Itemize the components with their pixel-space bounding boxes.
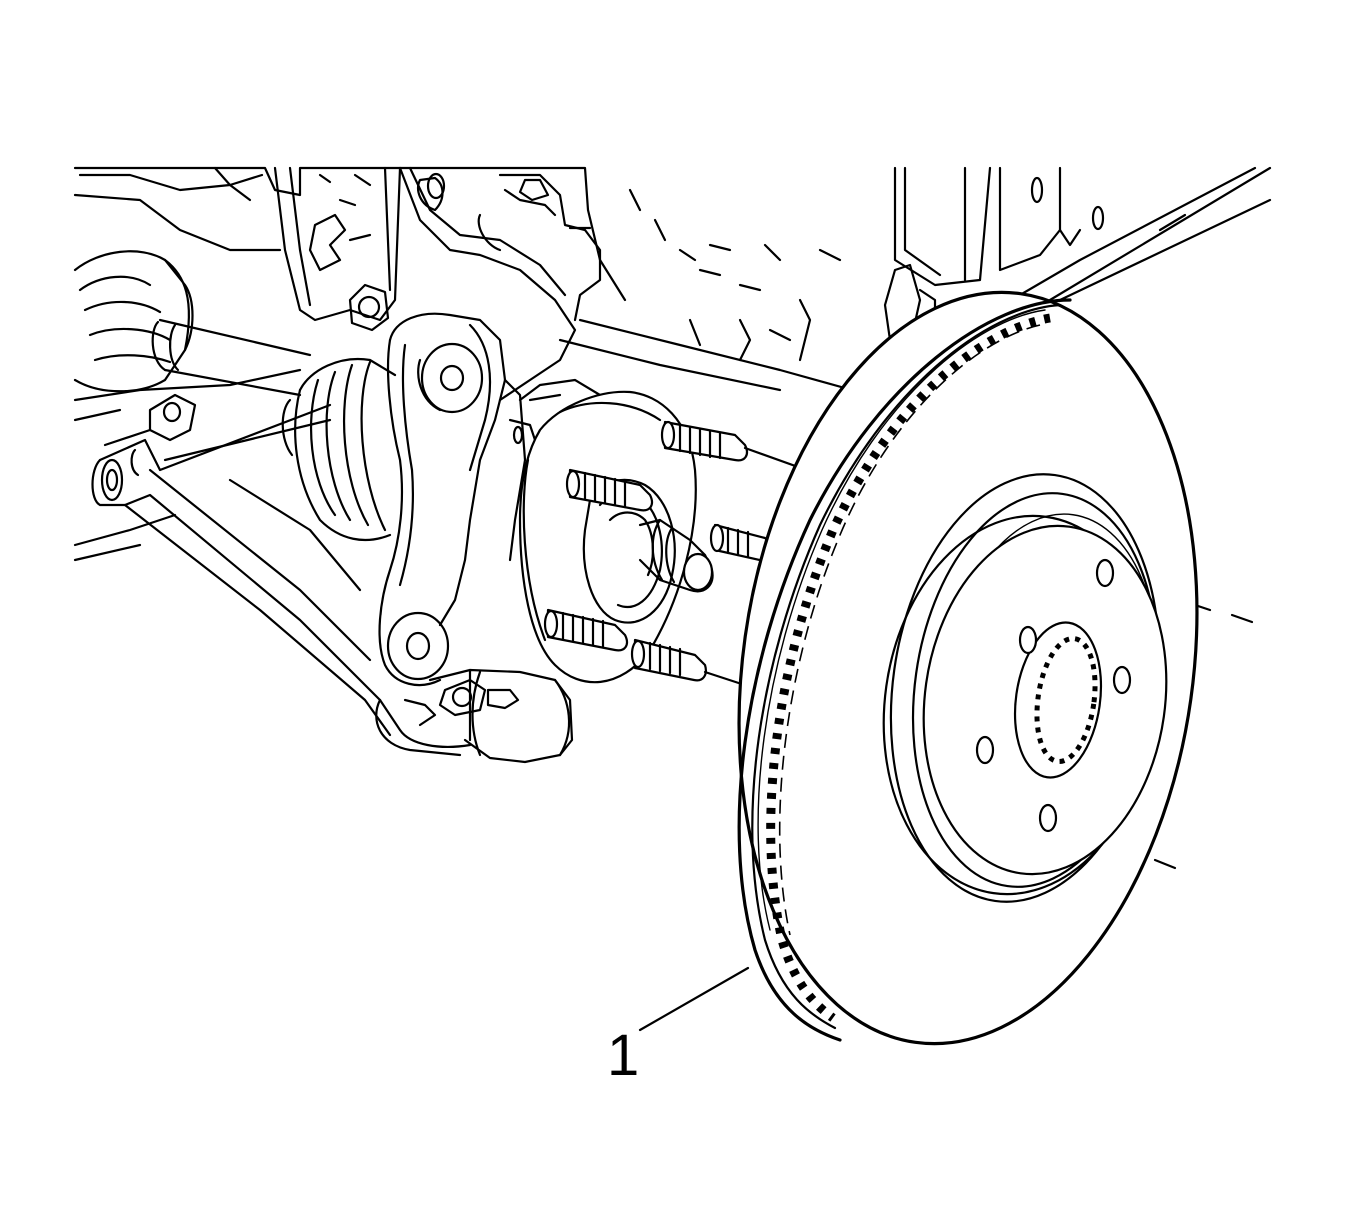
rotor-stud-hole [1018,625,1038,655]
rotor-stud-hole [1112,665,1132,695]
callout-label-1: 1 [607,1023,639,1088]
lower-control-arm [91,393,472,757]
drive-shaft [73,250,397,542]
wheel-hub [518,390,777,684]
wheel-stud-top [660,420,749,462]
steering-knuckle [273,166,602,764]
rotor-stud-hole [975,735,995,765]
brake-rotor [737,290,1199,1046]
rotor-cooling-vanes [766,313,1051,1022]
rotor-center-bore [1013,621,1103,779]
rotor-stud-hole [1038,803,1058,833]
wheel-stud-lower-left [543,608,629,652]
vehicle-frame [73,166,1272,562]
callout-leader-line [638,966,750,1032]
callout-1: 1 [607,966,750,1088]
rotor-stud-hole [1095,558,1115,588]
wheel-stud-upper-left [565,468,654,512]
wheel-stud-bottom [630,638,707,682]
